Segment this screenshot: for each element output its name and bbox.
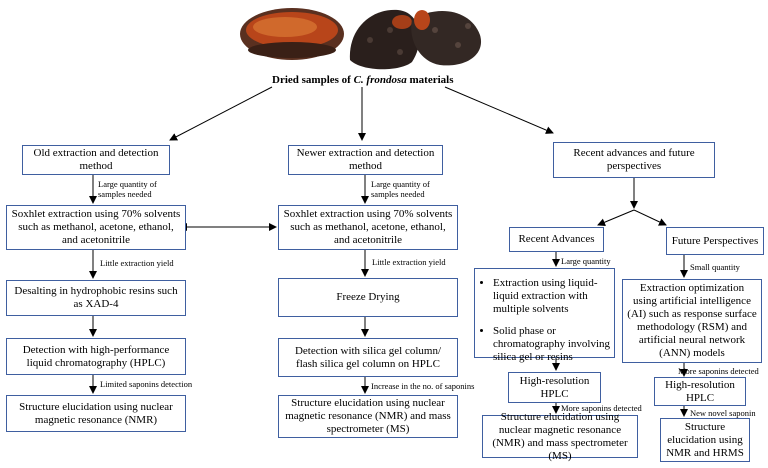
- newer-step-freeze-drying: Freeze Drying: [278, 278, 458, 317]
- old-note-1-text: Large quantity of samples needed: [98, 179, 157, 199]
- future-header-text: Future Perspectives: [671, 234, 759, 247]
- future-nmr-hrms: Structure elucidation using NMR and HRMS: [660, 418, 750, 462]
- newer-step-nmr-ms-text: Structure elucidation using nuclear magn…: [285, 397, 451, 435]
- newer-step-soxhlet: Soxhlet extraction using 70% solvents su…: [278, 205, 458, 250]
- old-method-header-text: Old extraction and detection method: [33, 147, 159, 172]
- newer-note-1: Large quantity of samples needed: [371, 179, 456, 199]
- advances-method-item: Extraction using liquid-liquid extractio…: [493, 277, 610, 316]
- newer-method-header: Newer extraction and detection method: [288, 145, 443, 175]
- old-step-soxhlet: Soxhlet extraction using 70% solvents su…: [6, 205, 186, 250]
- newer-note-2: Little extraction yield: [372, 257, 446, 267]
- old-note-2-text: Little extraction yield: [100, 258, 174, 268]
- caption-suffix: materials: [406, 74, 454, 86]
- old-method-header: Old extraction and detection method: [22, 145, 170, 175]
- newer-note-1-text: Large quantity of samples needed: [371, 179, 430, 199]
- advances-hplc: High-resolution HPLC: [508, 372, 601, 403]
- newer-step-silica: Detection with silica gel column/ flash …: [278, 338, 458, 377]
- old-step-hplc: Detection with high-performance liquid c…: [6, 338, 186, 375]
- recent-advances-header: Recent Advances: [509, 227, 604, 252]
- old-step-hplc-text: Detection with high-performance liquid c…: [22, 343, 170, 369]
- newer-note-3-text: Increase in the no. of saponins: [371, 381, 475, 391]
- newer-note-2-text: Little extraction yield: [372, 257, 446, 267]
- future-note-3-text: New novel saponin: [690, 408, 756, 418]
- future-note-2: More saponins detected: [678, 366, 759, 376]
- advances-hplc-text: High-resolution HPLC: [519, 374, 590, 400]
- future-note-1-text: Small quantity: [690, 262, 740, 272]
- advances-note-2: More saponins detected: [561, 403, 642, 413]
- future-ai-optimization-text: Extraction optimization using artificial…: [627, 282, 757, 359]
- recent-header: Recent advances and future perspectives: [553, 142, 715, 178]
- advances-note-1: Large quantity: [561, 256, 611, 266]
- advances-methods-list: Extraction using liquid-liquid extractio…: [479, 277, 610, 373]
- newer-note-3: Increase in the no. of saponins: [371, 381, 474, 391]
- future-hplc: High-resolution HPLC: [654, 377, 746, 406]
- newer-step-nmr-ms: Structure elucidation using nuclear magn…: [278, 395, 458, 438]
- future-nmr-hrms-text: Structure elucidation using NMR and HRMS: [666, 420, 744, 459]
- advances-methods-box: Extraction using liquid-liquid extractio…: [474, 268, 615, 363]
- caption-prefix: Dried samples of: [272, 74, 354, 86]
- future-ai-optimization: Extraction optimization using artificial…: [622, 279, 762, 363]
- old-note-2: Little extraction yield: [100, 258, 174, 268]
- old-step-desalting-text: Desalting in hydrophobic resins such as …: [14, 285, 178, 310]
- newer-step-silica-text: Detection with silica gel column/ flash …: [294, 344, 442, 370]
- old-step-nmr-text: Structure elucidation using nuclear magn…: [19, 400, 173, 426]
- top-caption: Dried samples of C. frondosa materials: [272, 74, 454, 86]
- old-step-nmr: Structure elucidation using nuclear magn…: [6, 395, 186, 432]
- advances-note-1-text: Large quantity: [561, 256, 611, 266]
- future-header: Future Perspectives: [666, 227, 764, 255]
- caption-species: C. frondosa: [353, 74, 407, 86]
- old-step-desalting: Desalting in hydrophobic resins such as …: [6, 280, 186, 316]
- future-note-2-text: More saponins detected: [678, 366, 759, 376]
- old-note-3: Limited saponins detection: [100, 379, 192, 389]
- advances-note-2-text: More saponins detected: [561, 403, 642, 413]
- advances-nmr-ms: Structure elucidation using nuclear magn…: [482, 411, 638, 462]
- advances-method-item: Solid phase or chromatography involving …: [493, 325, 610, 364]
- newer-method-header-text: Newer extraction and detection method: [296, 147, 435, 172]
- future-hplc-text: High-resolution HPLC: [665, 378, 735, 404]
- future-note-3: New novel saponin: [690, 408, 756, 418]
- old-note-1: Large quantity of samples needed: [98, 179, 183, 199]
- newer-step-soxhlet-text: Soxhlet extraction using 70% solvents su…: [283, 208, 453, 246]
- old-note-3-text: Limited saponins detection: [100, 379, 193, 389]
- newer-step-freeze-drying-text: Freeze Drying: [336, 291, 400, 303]
- recent-advances-header-text: Recent Advances: [518, 233, 595, 245]
- recent-header-text: Recent advances and future perspectives: [573, 147, 695, 172]
- advances-nmr-ms-text: Structure elucidation using nuclear magn…: [492, 410, 628, 462]
- dried-sample-image: [240, 8, 482, 70]
- future-note-1: Small quantity: [690, 262, 740, 272]
- old-step-soxhlet-text: Soxhlet extraction using 70% solvents su…: [11, 208, 181, 246]
